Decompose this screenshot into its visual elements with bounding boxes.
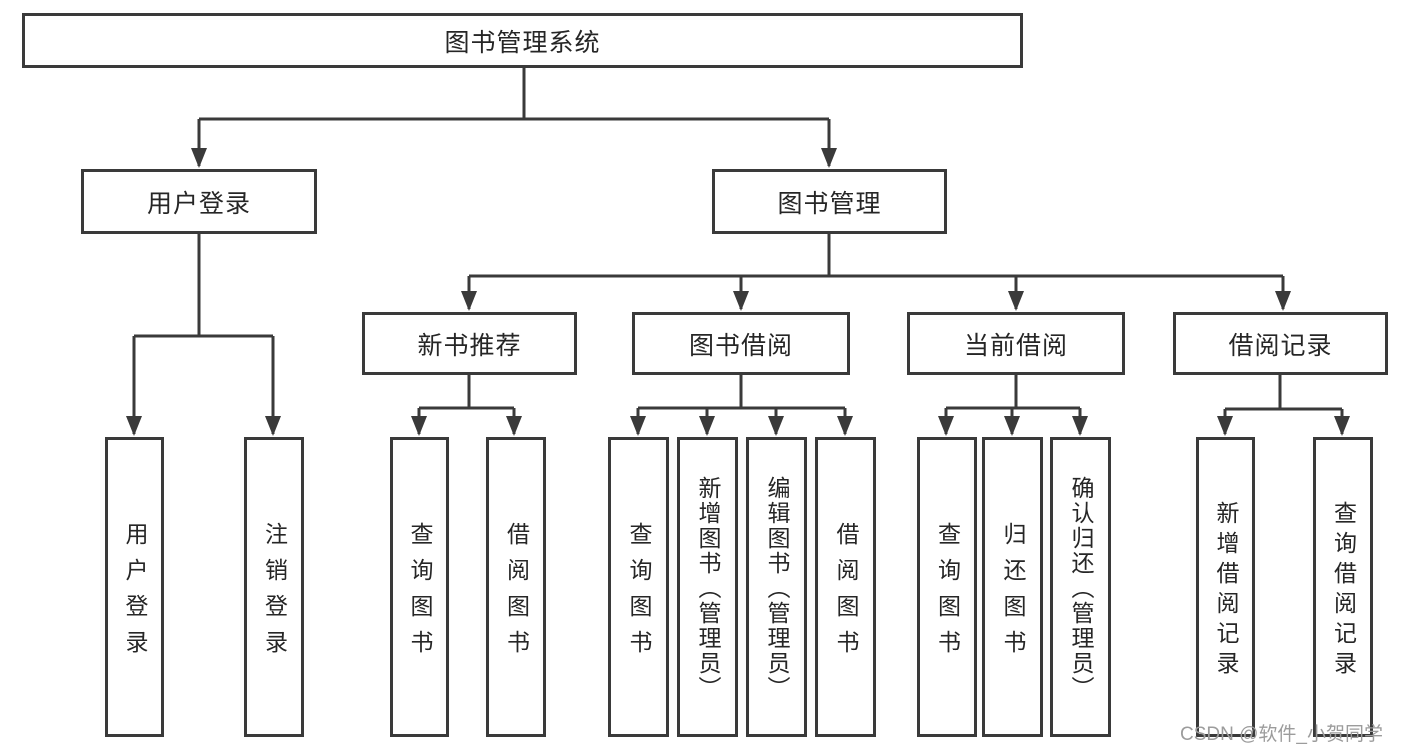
node-borrow-record: 借阅记录: [1173, 312, 1388, 375]
leaf-add-book-admin: 新增图书（管理员）: [677, 437, 738, 737]
node-label: 借阅记录: [1228, 331, 1333, 360]
node-new-book-recommend: 新书推荐: [362, 312, 577, 375]
leaf-return-book: 归还图书: [982, 437, 1043, 737]
node-label: 查询图书: [934, 521, 961, 666]
node-label: 图书管理系统: [444, 28, 601, 57]
node-book-borrow: 图书借阅: [632, 312, 850, 375]
node-label: 查询图书: [407, 521, 433, 666]
node-label: 确认归还（管理员）: [1068, 475, 1094, 701]
leaf-current-query-book: 查询图书: [917, 437, 977, 737]
leaf-edit-book-admin: 编辑图书（管理员）: [746, 437, 807, 737]
leaf-user-login: 用户登录: [105, 437, 164, 737]
leaf-confirm-return-admin: 确认归还（管理员）: [1050, 437, 1111, 737]
leaf-newrec-query-book: 查询图书: [390, 437, 449, 737]
leaf-newrec-borrow-book: 借阅图书: [486, 437, 546, 737]
node-label: 图书借阅: [688, 331, 793, 360]
leaf-borrow-query-book: 查询图书: [608, 437, 669, 737]
node-user-login: 用户登录: [81, 169, 317, 234]
node-book-management: 图书管理: [712, 169, 947, 234]
leaf-add-borrow-record: 新增借阅记录: [1196, 437, 1255, 737]
node-label: 新增图书（管理员）: [695, 475, 721, 701]
node-label: 归还图书: [1000, 521, 1026, 666]
node-book-management-system: 图书管理系统: [22, 13, 1023, 68]
node-current-borrow: 当前借阅: [907, 312, 1125, 375]
node-label: 图书管理: [777, 189, 882, 218]
node-label: 当前借阅: [963, 331, 1068, 360]
leaf-logout: 注销登录: [244, 437, 304, 737]
node-label: 编辑图书（管理员）: [764, 475, 790, 701]
leaf-query-borrow-record: 查询借阅记录: [1313, 437, 1373, 737]
node-label: 借阅图书: [833, 521, 859, 666]
node-label: 查询图书: [626, 521, 652, 666]
node-label: 新增借阅记录: [1213, 500, 1239, 681]
node-label: 用户登录: [146, 189, 251, 218]
node-label: 注销登录: [261, 521, 288, 666]
node-label: 借阅图书: [503, 521, 530, 666]
node-label: 新书推荐: [417, 331, 522, 360]
csdn-watermark: CSDN @软件_小贺同学: [1180, 724, 1383, 745]
node-label: 查询借阅记录: [1330, 500, 1357, 681]
leaf-borrow-borrow-book: 借阅图书: [815, 437, 876, 737]
node-label: 用户登录: [122, 521, 148, 666]
